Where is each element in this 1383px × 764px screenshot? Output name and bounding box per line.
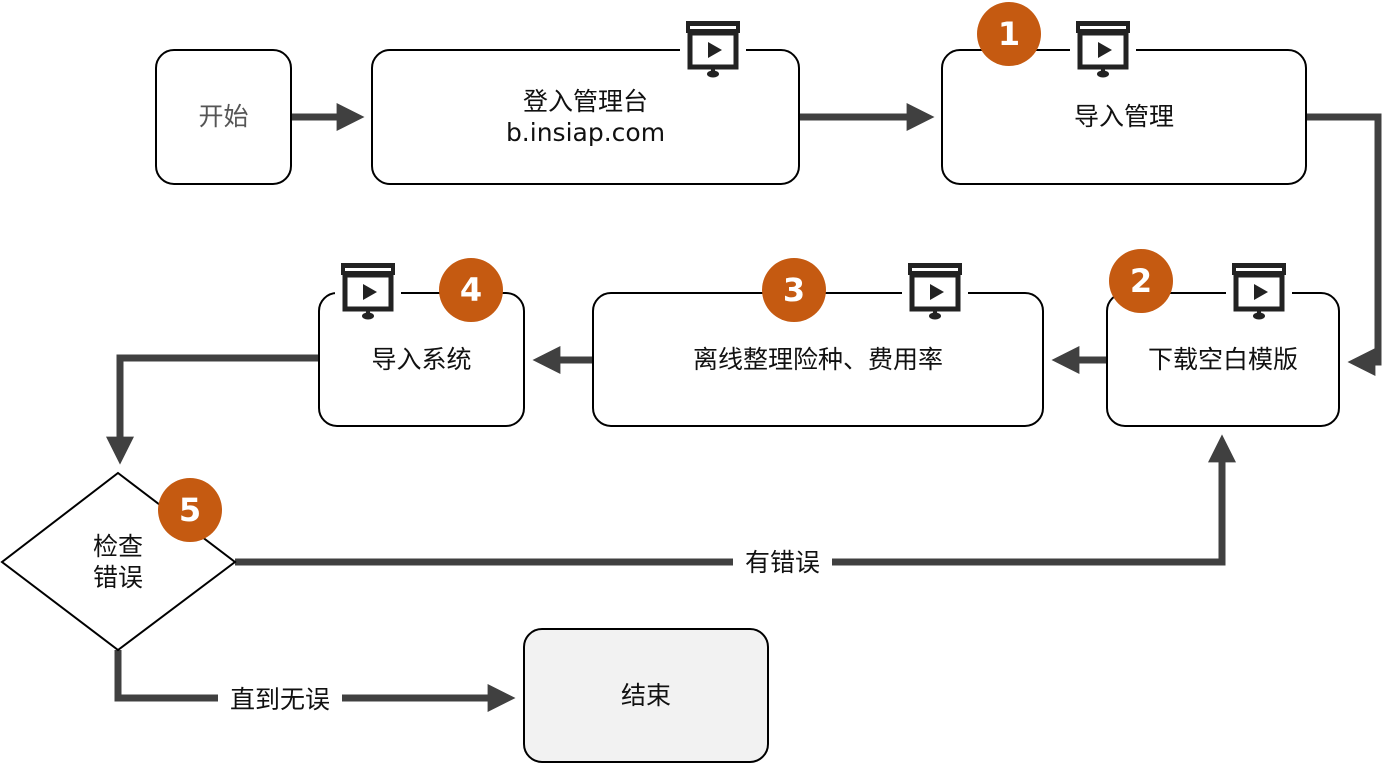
arrow-importsys-check bbox=[106, 354, 319, 465]
check-label: 检查 错误 bbox=[40, 520, 196, 604]
end-node bbox=[523, 628, 769, 763]
download-node bbox=[1106, 292, 1340, 427]
presentation-video-icon bbox=[335, 261, 401, 321]
check-line2: 错误 bbox=[92, 563, 143, 592]
login-label: 登入管理台 b.insiap.com bbox=[372, 50, 799, 184]
edge-label-has-error: 有错误 bbox=[733, 543, 833, 579]
import-sys-node bbox=[318, 292, 525, 427]
login-node bbox=[371, 49, 800, 185]
step-badge-2: 2 bbox=[1109, 249, 1173, 313]
presentation-video-icon bbox=[902, 261, 968, 321]
login-title: 登入管理台 bbox=[522, 86, 648, 116]
start-node bbox=[155, 49, 292, 185]
arrow-check-download bbox=[235, 434, 1236, 566]
step-badge-5: 5 bbox=[158, 478, 222, 542]
nodes bbox=[0, 49, 1340, 763]
presentation-video-icon bbox=[680, 19, 746, 79]
start-label: 开始 bbox=[198, 102, 249, 132]
arrow-check-end bbox=[114, 650, 516, 712]
edge-label-until-ok: 直到无误 bbox=[218, 680, 343, 716]
check-line1: 检查 bbox=[92, 531, 143, 561]
step-badge-1: 1 bbox=[977, 2, 1041, 66]
import-sys-label: 导入系统 bbox=[371, 344, 472, 374]
step-badge-4: 4 bbox=[439, 258, 503, 322]
download-label: 下载空白模版 bbox=[1147, 344, 1298, 374]
connectors bbox=[106, 103, 1382, 712]
offline-label: 离线整理险种、费用率 bbox=[692, 344, 943, 374]
login-url: b.insiap.com bbox=[505, 118, 666, 147]
presentation-video-icon bbox=[1226, 261, 1292, 321]
presentation-video-icon bbox=[1070, 19, 1136, 79]
arrow-import-download bbox=[1306, 113, 1382, 376]
step-badge-3: 3 bbox=[762, 258, 826, 322]
end-label: 结束 bbox=[620, 680, 671, 710]
import-mgmt-label: 导入管理 bbox=[1073, 102, 1174, 132]
